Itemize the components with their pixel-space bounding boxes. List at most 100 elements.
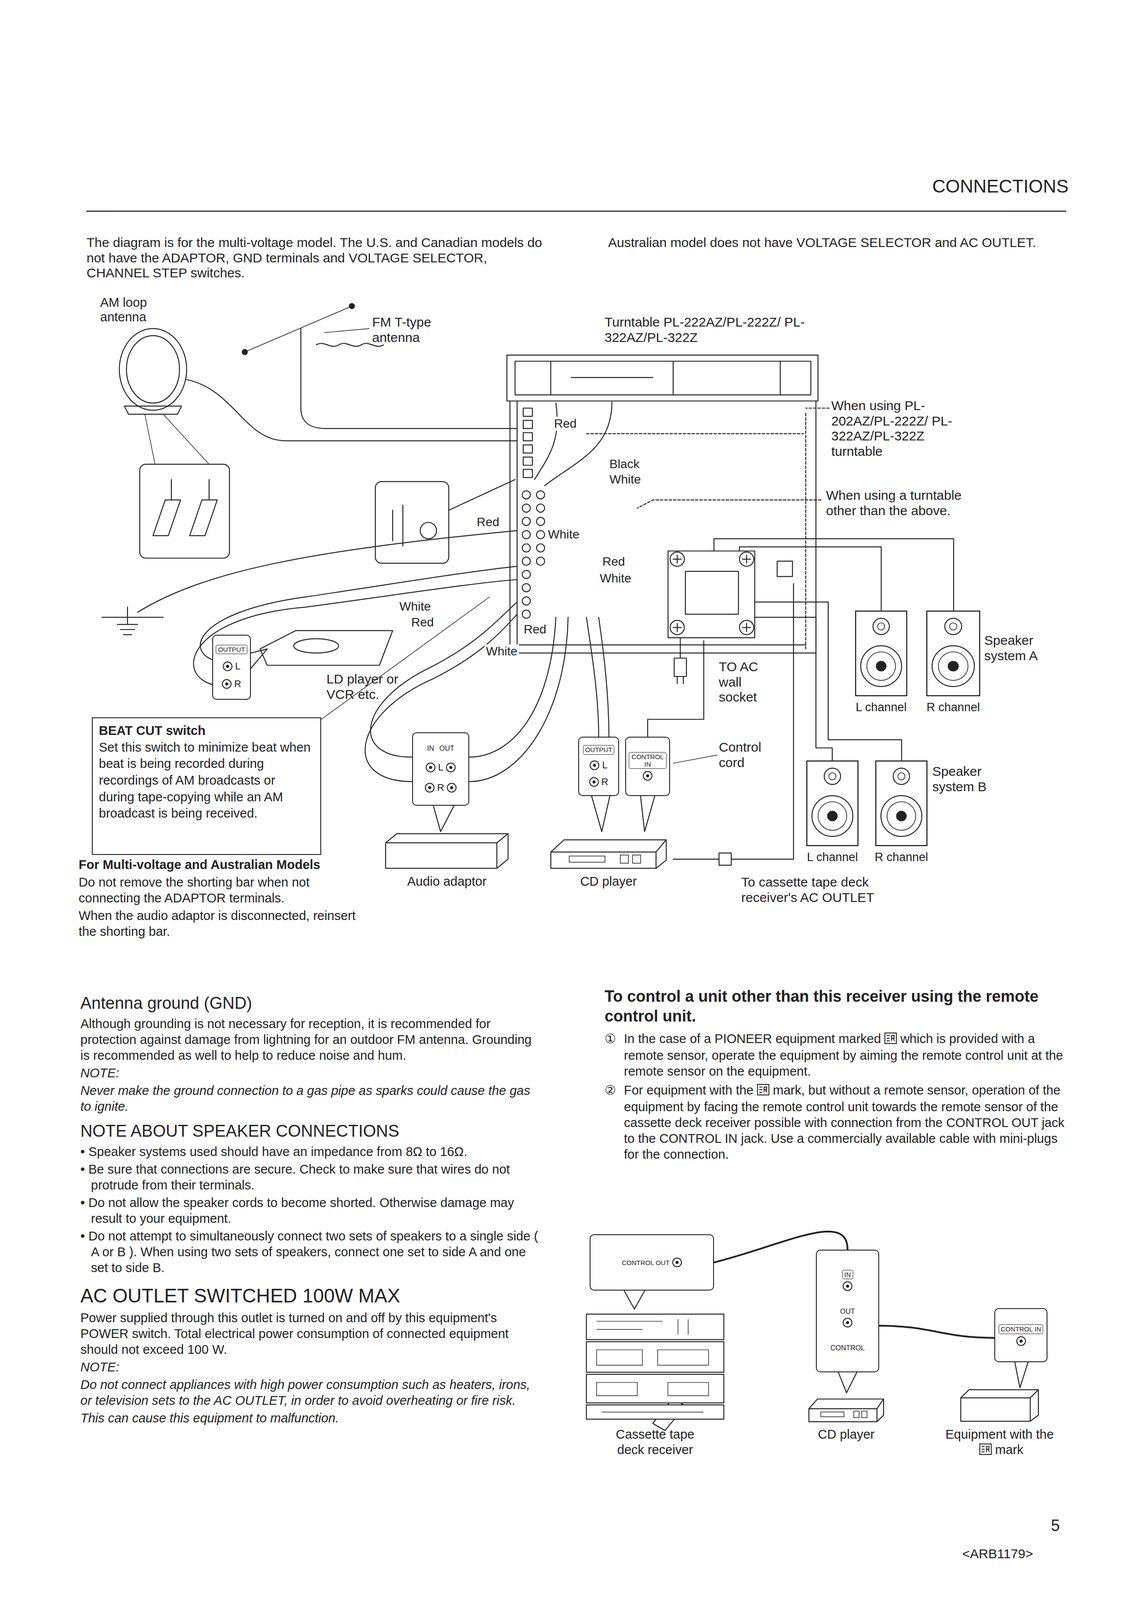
jack-label: L	[438, 761, 444, 773]
jack-circle	[880, 795, 922, 837]
jack-group: OUT	[819, 1307, 876, 1327]
jack-group: CONTROL IN	[997, 1323, 1044, 1345]
item-number: ①	[604, 1030, 617, 1047]
wire-line	[673, 754, 718, 764]
wire-line	[673, 623, 682, 632]
jack-circle	[887, 801, 916, 830]
jack-group: IN	[819, 1269, 876, 1291]
wire-line	[808, 1398, 884, 1422]
device-drawing	[548, 831, 669, 870]
wire-line	[144, 413, 210, 464]
device-outline	[855, 610, 907, 696]
device-outline	[568, 855, 605, 863]
wire-color-label: Red	[409, 615, 435, 630]
device-caption-block: L channel	[797, 849, 868, 864]
box-text: Set this switch to minimize beat when be…	[98, 739, 315, 822]
note-box: BEAT CUT switchSet this switch to minimi…	[91, 717, 322, 855]
jack-circle	[420, 522, 437, 539]
jack-panel: OUTPUTLR	[578, 736, 620, 796]
device-outline	[523, 469, 533, 478]
wire-line	[550, 361, 781, 395]
jack-circle	[739, 619, 754, 635]
jack-circle	[536, 517, 545, 526]
device-outline	[523, 444, 533, 453]
numbered-item: ②For equipment with themark, but without…	[604, 1082, 1066, 1162]
device-caption: CD player	[818, 1426, 875, 1441]
jack-circle	[589, 776, 599, 787]
wire-line	[244, 305, 352, 352]
device-caption-block: Equipment with themark	[940, 1426, 1059, 1458]
jack-circle	[221, 678, 232, 689]
jack-label: OUT	[439, 744, 455, 753]
note-text: When the audio adaptor is disconnected, …	[78, 907, 365, 940]
device-outline	[523, 408, 533, 417]
jack-label: IN	[842, 1269, 854, 1279]
device-caption-block: CD player	[551, 873, 666, 889]
section-heading: Antenna ground (GND)	[80, 992, 540, 1014]
jack-circle	[670, 619, 685, 635]
jack-group: CONTROL	[819, 1343, 876, 1352]
speaker-drawing	[925, 609, 981, 697]
jack-label: OUTPUT	[583, 744, 615, 754]
jack-label: L	[601, 759, 608, 771]
wire-line	[739, 546, 882, 610]
wire-color-label: Red	[475, 514, 501, 530]
wire-line	[586, 432, 804, 434]
jack-label: R	[234, 677, 242, 690]
sr-mark-part	[979, 1442, 992, 1455]
jack-circle	[893, 768, 910, 785]
jack-circle	[522, 543, 531, 552]
wire-line	[647, 640, 704, 737]
wire-line	[534, 402, 558, 480]
device-outline	[926, 610, 980, 696]
wire-line	[677, 676, 684, 684]
jack-panel: CONTROL IN	[625, 736, 671, 796]
speaker-drawing	[854, 609, 908, 697]
jack-circle	[522, 530, 531, 539]
item-text: For equipment with the	[623, 1082, 754, 1097]
bullet-item: • Be sure that connections are secure. C…	[80, 1161, 540, 1193]
wire-line	[640, 795, 655, 832]
jack-circle	[931, 645, 975, 687]
wire-line	[86, 210, 1066, 212]
jack-circle	[827, 810, 838, 821]
jack-circle	[424, 782, 435, 793]
text-column: To control a unit other than this receiv…	[604, 986, 1066, 1166]
wire-line	[624, 1290, 645, 1309]
jack-circle	[877, 622, 885, 630]
wire-color-label: White	[608, 472, 643, 487]
callout-label: Speaker system A	[984, 632, 1051, 664]
note-text: This can cause this equipment to malfunc…	[80, 1409, 540, 1426]
jack-circle	[446, 782, 457, 793]
wire-color-label: White	[546, 527, 581, 542]
jack-circle	[222, 661, 233, 671]
jack-circle	[842, 1317, 853, 1327]
jack-circle	[425, 762, 436, 772]
jack-circle	[670, 551, 685, 566]
device-box: Audio adaptor	[383, 831, 511, 870]
callout-label: TO AC wall socket	[718, 659, 768, 705]
device-caption: R channel	[874, 850, 929, 864]
section-heading: NOTE ABOUT SPEAKER CONNECTIONS	[80, 1120, 540, 1142]
jack-circle	[536, 503, 545, 513]
note-text: Do not remove the shorting bar when not …	[78, 874, 365, 906]
device-caption: L channel	[855, 700, 907, 714]
jack-circle	[860, 645, 902, 687]
callout-label: Speaker system B	[932, 763, 999, 794]
device-outline	[674, 657, 687, 677]
wire-line	[886, 1035, 895, 1041]
wire-line	[186, 379, 518, 441]
device-outline	[620, 854, 629, 863]
jack-row: R	[415, 781, 466, 794]
wire-line	[713, 538, 954, 610]
wire-line	[598, 616, 609, 737]
jack-circle	[126, 335, 180, 403]
device-outline	[875, 760, 927, 845]
wire-color-label: Red	[552, 416, 578, 431]
device-outline	[586, 1373, 725, 1403]
device-outline	[586, 1340, 725, 1372]
jack-label: OUT	[840, 1307, 856, 1316]
jack-circle	[522, 556, 531, 566]
device-caption-block: Audio adaptor	[380, 873, 513, 889]
